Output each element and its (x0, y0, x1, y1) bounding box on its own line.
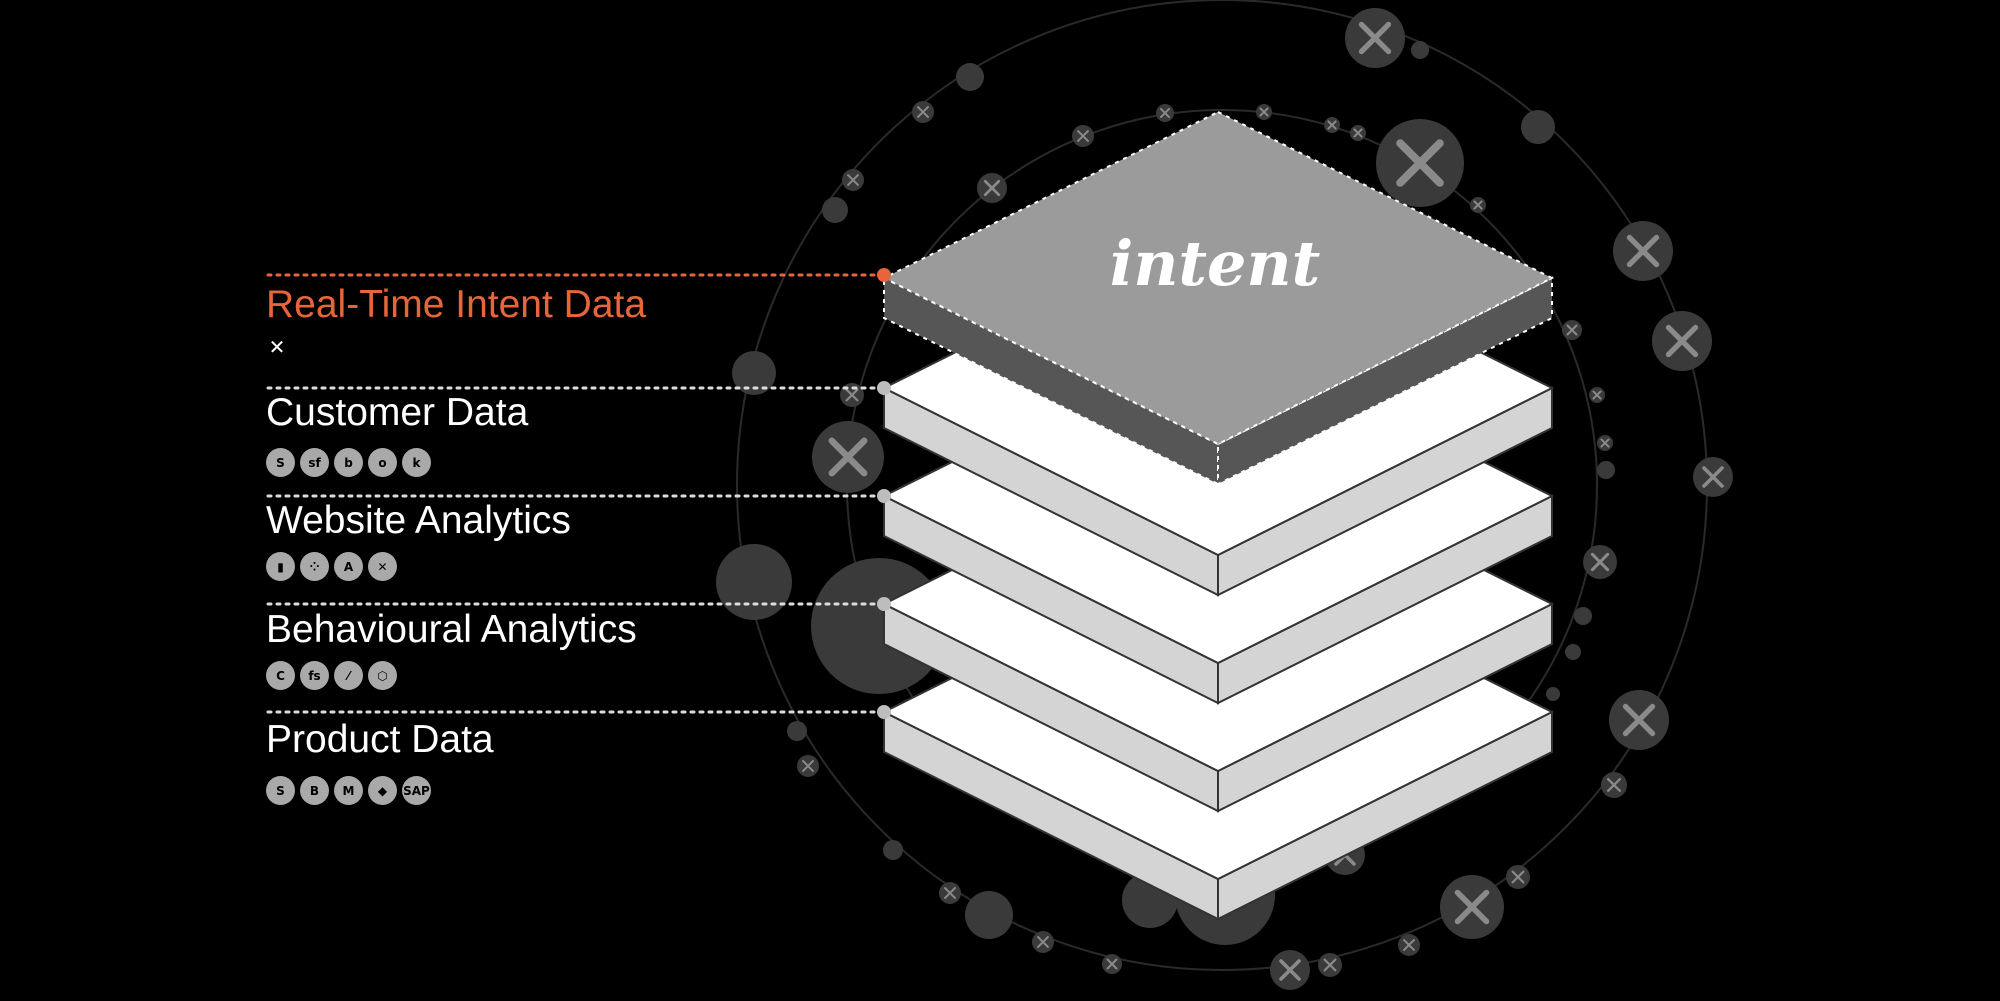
orbit-dot (1574, 607, 1592, 625)
bigcommerce-icon: B (300, 776, 329, 805)
layer-stack (881, 110, 1555, 921)
close-icon (1037, 936, 1049, 948)
segment-icon: S (266, 448, 295, 477)
hotjar-icon: ⁄ (334, 661, 363, 690)
orbit-dot (1521, 110, 1555, 144)
connector-dot (877, 705, 891, 719)
close-icon (1592, 390, 1602, 400)
close-icon (1327, 120, 1337, 130)
mixpanel-icon: ✕ (368, 552, 397, 581)
salesforce-icon: sf (300, 448, 329, 477)
close-icon (1106, 958, 1118, 970)
connector-dot (877, 268, 891, 282)
close-icon (1454, 889, 1490, 925)
close-icon (1600, 438, 1610, 448)
fullstory-icon: fs (300, 661, 329, 690)
orbit-dot (1411, 41, 1429, 59)
intent-slab-right-side (1217, 276, 1553, 486)
hubspot-icon: b (334, 448, 363, 477)
intent-logo: intent (1110, 227, 1321, 300)
close-icon (917, 106, 929, 118)
close-icon (1259, 107, 1269, 117)
heap-icon: ⬡ (368, 661, 397, 690)
analytics-dots-icon: ⁘ (300, 552, 329, 581)
connector-dot (877, 381, 891, 395)
close-icon (1622, 703, 1656, 737)
layer-icons-website-analytics: ▮⁘A✕ (266, 552, 397, 581)
layer-label-website-analytics[interactable]: Website Analytics (266, 499, 571, 542)
connector-dot (877, 489, 891, 503)
connector-lines (266, 268, 891, 719)
close-icon (845, 388, 859, 402)
close-icon (1279, 959, 1301, 981)
close-icon (1566, 324, 1578, 336)
orbit-dot (965, 891, 1013, 939)
klaviyo-icon: k (402, 448, 431, 477)
sap-icon: SAP (402, 776, 431, 805)
layer-label-customer-data[interactable]: Customer Data (266, 391, 529, 434)
close-icon (944, 887, 956, 899)
close-icon (1511, 870, 1525, 884)
layer-label-real-time-intent-data[interactable]: Real-Time Intent Data (266, 283, 647, 326)
orbit-dot (1546, 687, 1560, 701)
layer-label-product-data[interactable]: Product Data (266, 718, 494, 761)
orbit-dot (956, 63, 984, 91)
close-icon (1473, 200, 1483, 210)
orbit-dot (732, 351, 776, 395)
close-icon (1358, 21, 1392, 55)
magento-icon: M (334, 776, 363, 805)
intent-slab-left-side (883, 276, 1219, 486)
orbit-dot (883, 840, 903, 860)
orbit-dot (1565, 644, 1581, 660)
shopify-icon: S (266, 776, 295, 805)
close-icon (1353, 128, 1363, 138)
close-icon (847, 174, 859, 186)
close-icon (1626, 234, 1660, 268)
product-cube-icon: ◆ (368, 776, 397, 805)
google-analytics-icon: ▮ (266, 552, 295, 581)
contentsquare-icon: C (266, 661, 295, 690)
close-icon (1606, 777, 1622, 793)
close-icon (1665, 324, 1699, 358)
connector-dot (877, 597, 891, 611)
close-icon (1590, 552, 1610, 572)
intent-slab-top-face (881, 110, 1555, 446)
close-icon (1702, 466, 1724, 488)
intent-x-icon: ✕ (268, 335, 286, 359)
orbit-dot (822, 197, 848, 223)
close-icon (802, 760, 814, 772)
layer-icons-real-time-intent-data: ✕ (266, 336, 288, 358)
intent-slab (881, 110, 1555, 486)
layer-label-behavioural-analytics[interactable]: Behavioural Analytics (266, 608, 637, 651)
close-icon (1396, 139, 1444, 187)
orbit-dot (716, 544, 792, 620)
orbit-dot (1597, 461, 1615, 479)
adobe-analytics-icon: A (334, 552, 363, 581)
orbit-dot (787, 721, 807, 741)
outreach-icon: o (368, 448, 397, 477)
close-icon (983, 179, 1001, 197)
close-icon (1323, 958, 1337, 972)
close-icon (1159, 107, 1171, 119)
close-icon (1403, 939, 1415, 951)
close-icon (1077, 130, 1089, 142)
close-icon (828, 437, 868, 477)
